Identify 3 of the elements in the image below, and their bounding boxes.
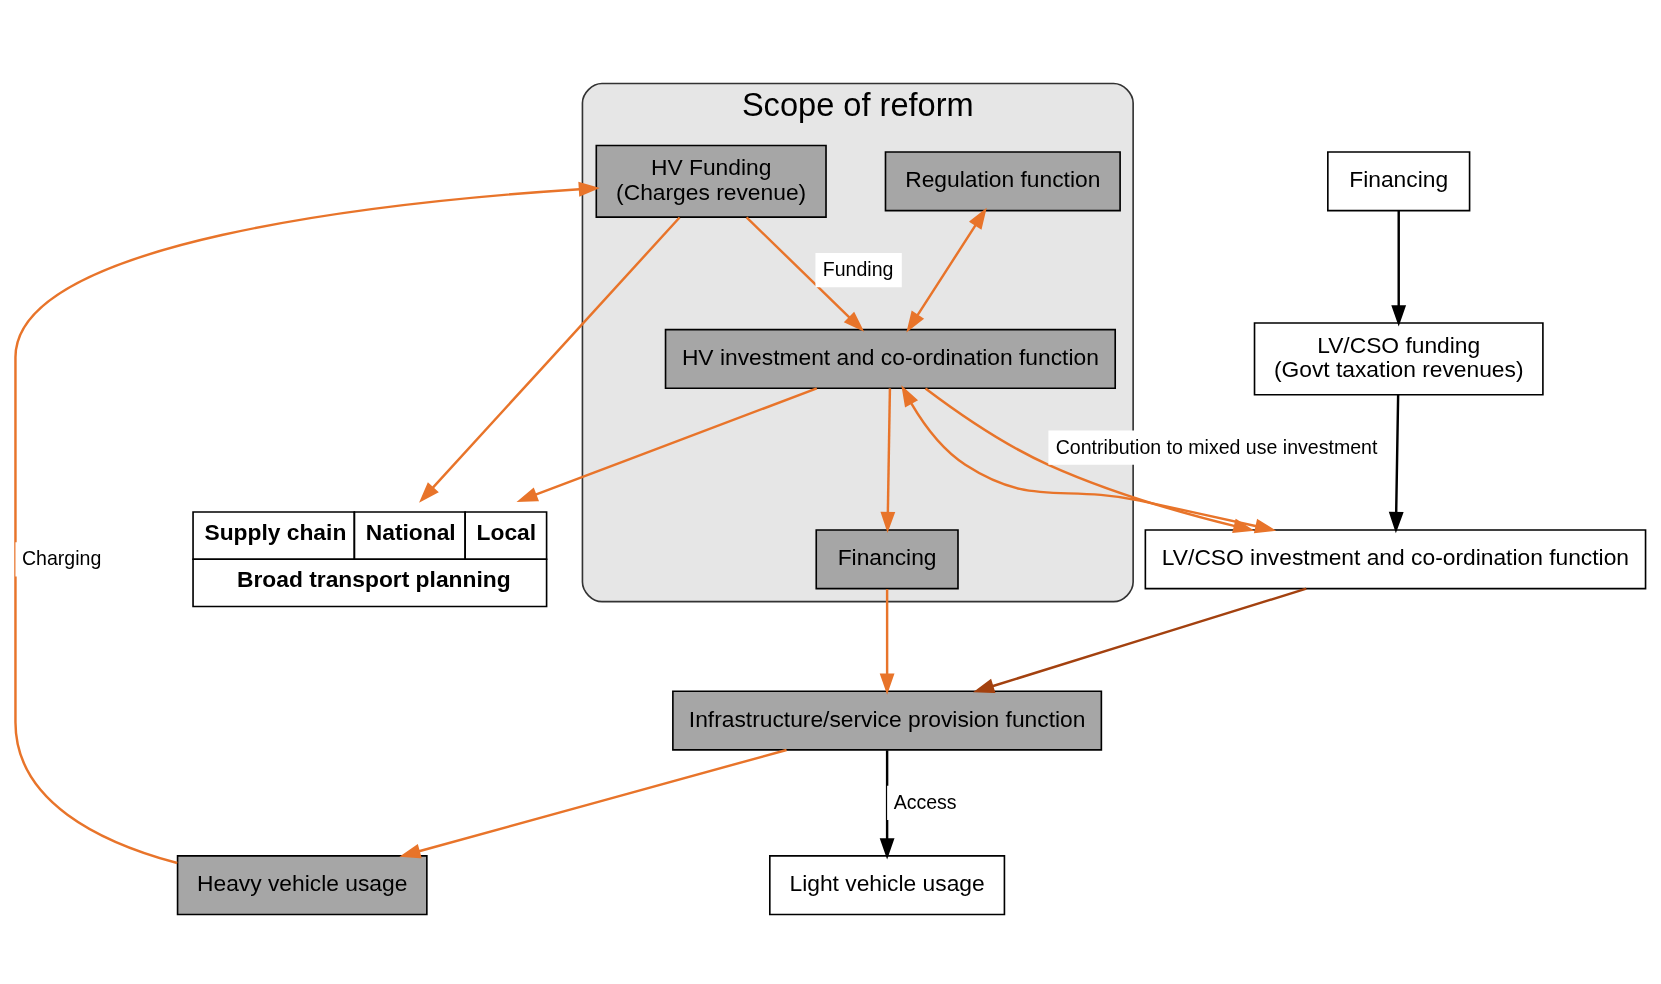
edge-label: Funding xyxy=(822,257,894,280)
edge-label: Charging xyxy=(21,546,102,569)
edge-label: Access xyxy=(893,790,957,813)
